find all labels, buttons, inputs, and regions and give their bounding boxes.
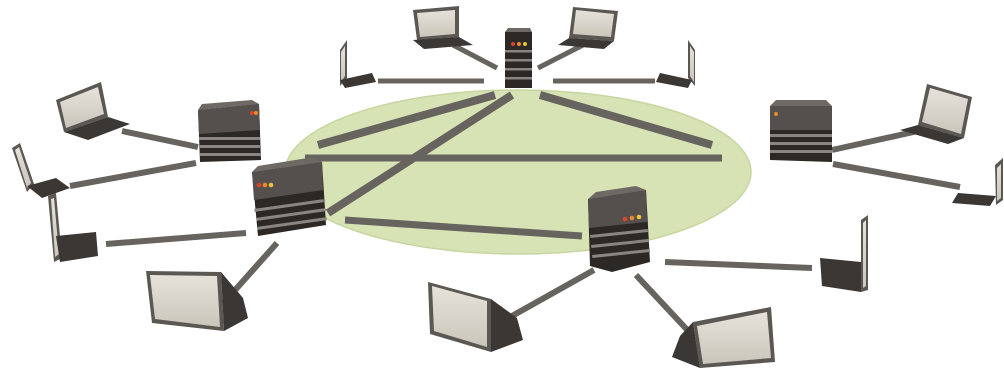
status-led (629, 215, 635, 221)
laptop-icon (558, 7, 618, 49)
laptop-icon (820, 215, 868, 292)
cable (831, 128, 919, 153)
laptop-icon (900, 84, 972, 144)
status-led (774, 112, 778, 116)
status-led (622, 216, 628, 222)
status-led (636, 214, 642, 220)
laptop-icon (12, 143, 70, 198)
cable (451, 42, 499, 71)
status-led (256, 182, 262, 188)
cable-core (538, 91, 714, 149)
cable (633, 272, 695, 338)
cable (510, 267, 596, 319)
status-led (517, 42, 521, 46)
cable (832, 161, 961, 190)
cable-core (316, 91, 497, 149)
cable (664, 259, 813, 271)
laptop-icon (952, 158, 1003, 206)
status-led (268, 182, 274, 188)
status-led (511, 42, 515, 46)
server-icon (252, 157, 327, 236)
cable-core (344, 216, 583, 240)
servers (198, 28, 832, 272)
status-led (262, 182, 268, 188)
laptops (12, 6, 1003, 368)
status-led (523, 42, 527, 46)
status-led (254, 111, 258, 115)
cable (536, 42, 585, 71)
cable (225, 241, 280, 300)
server-icon (505, 28, 532, 88)
cable (121, 128, 199, 150)
laptop-icon (656, 40, 695, 88)
laptop-icon (56, 82, 130, 140)
laptop-icon (672, 307, 775, 368)
server-icon (198, 100, 261, 162)
server-icon (770, 100, 832, 162)
cable (105, 230, 247, 247)
server-icon (588, 186, 651, 272)
cables (69, 42, 961, 338)
cable-core (325, 91, 515, 217)
laptop-icon (340, 40, 376, 88)
cable (69, 160, 197, 189)
laptop-icon (428, 282, 523, 352)
laptop-icon (413, 6, 473, 49)
laptop-icon (146, 271, 248, 331)
status-led (250, 111, 254, 115)
laptop-icon (48, 193, 98, 262)
